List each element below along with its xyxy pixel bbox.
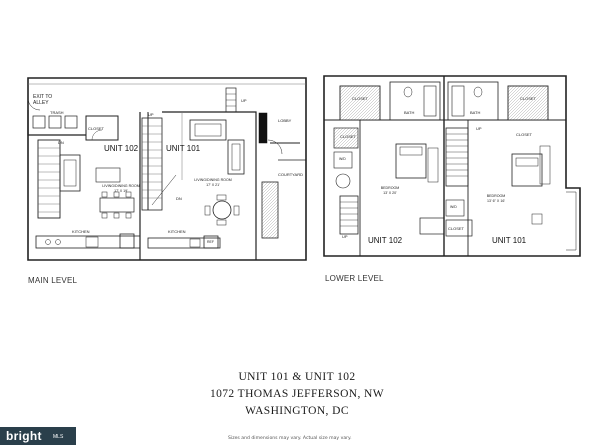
- caption-line-2: 1072 THOMAS JEFFERSON, NW: [209, 388, 384, 400]
- caption-line-3: WASHINGTON, DC: [245, 405, 349, 417]
- label-closet-lower-bottom: CLOSET: [448, 226, 465, 231]
- label-wd-left: W/D: [339, 157, 346, 161]
- label-wd-right: W/D: [450, 205, 457, 209]
- label-living-101-dim: 17' X 21': [206, 183, 220, 187]
- label-closet-main: CLOSET: [88, 126, 105, 131]
- label-bedroom-102: BEDROOM 13' X 20': [370, 186, 410, 196]
- caption-line-1: UNIT 101 & UNIT 102: [238, 371, 356, 383]
- label-dn-101: DN: [176, 196, 182, 201]
- label-unit-102-main: UNIT 102: [104, 144, 139, 153]
- label-unit-102-lower: UNIT 102: [368, 236, 403, 245]
- label-bath-101: BATH: [470, 110, 481, 115]
- lower-level-label: LOWER LEVEL: [325, 274, 384, 283]
- label-bedroom-101-dim: 13' 6" X 16': [486, 199, 506, 203]
- label-exit-line-1: EXIT TO: [33, 94, 53, 100]
- brightmls-logo: bright MLS: [0, 427, 76, 445]
- label-living-101: LIVING/DINING ROOM 17' X 21': [188, 178, 238, 188]
- label-living-102: LIVING/DINING ROOM 17' X 19': [96, 184, 146, 194]
- label-kitchen-101: KITCHEN: [168, 229, 186, 234]
- label-living-102-dim: 17' X 19': [114, 189, 128, 193]
- label-unit-101-main: UNIT 101: [166, 144, 201, 153]
- label-up-lower-right: UP: [476, 126, 482, 131]
- disclaimer-text: Sizes and dimensions may vary. Actual si…: [228, 436, 352, 441]
- label-closet-lower-left: CLOSET: [352, 96, 369, 101]
- label-unit-101-lower: UNIT 101: [492, 236, 527, 245]
- label-living-101-title: LIVING/DINING ROOM: [194, 178, 232, 182]
- label-up-top: UP: [241, 98, 247, 103]
- label-bedroom-102-dim: 13' X 20': [383, 191, 397, 195]
- label-dn-102: DN: [58, 140, 64, 145]
- label-closet-lower-mid-left: CLOSET: [340, 134, 357, 139]
- label-lobby: LOBBY: [278, 118, 292, 123]
- label-closet-lower-mid-right: CLOSET: [516, 132, 533, 137]
- label-living-102-title: LIVING/DINING ROOM: [102, 184, 140, 188]
- label-kitchen-102: KITCHEN: [72, 229, 90, 234]
- label-up-lower-left: UP: [342, 234, 348, 239]
- logo-text: bright: [6, 429, 42, 443]
- label-exit-line-2: ALLEY: [33, 100, 49, 106]
- label-bedroom-101-title: BEDROOM: [486, 194, 506, 198]
- logo-suffix: MLS: [53, 434, 64, 440]
- label-courtyard: COURTYARD: [278, 172, 303, 177]
- label-up-main: UP: [148, 112, 154, 117]
- label-exit-to-alley: EXIT TO ALLEY: [33, 94, 52, 106]
- label-bedroom-102-title: BEDROOM: [380, 186, 400, 190]
- main-level-plan: [27, 77, 307, 261]
- label-ref-main: REF: [207, 240, 214, 244]
- label-bedroom-101: BEDROOM 13' 6" X 16': [476, 194, 516, 204]
- label-trash: TRASH: [50, 110, 64, 115]
- label-bath-102: BATH: [404, 110, 415, 115]
- lower-level-plan: [323, 75, 581, 257]
- label-closet-lower-right: CLOSET: [520, 96, 537, 101]
- main-level-label: MAIN LEVEL: [28, 276, 78, 285]
